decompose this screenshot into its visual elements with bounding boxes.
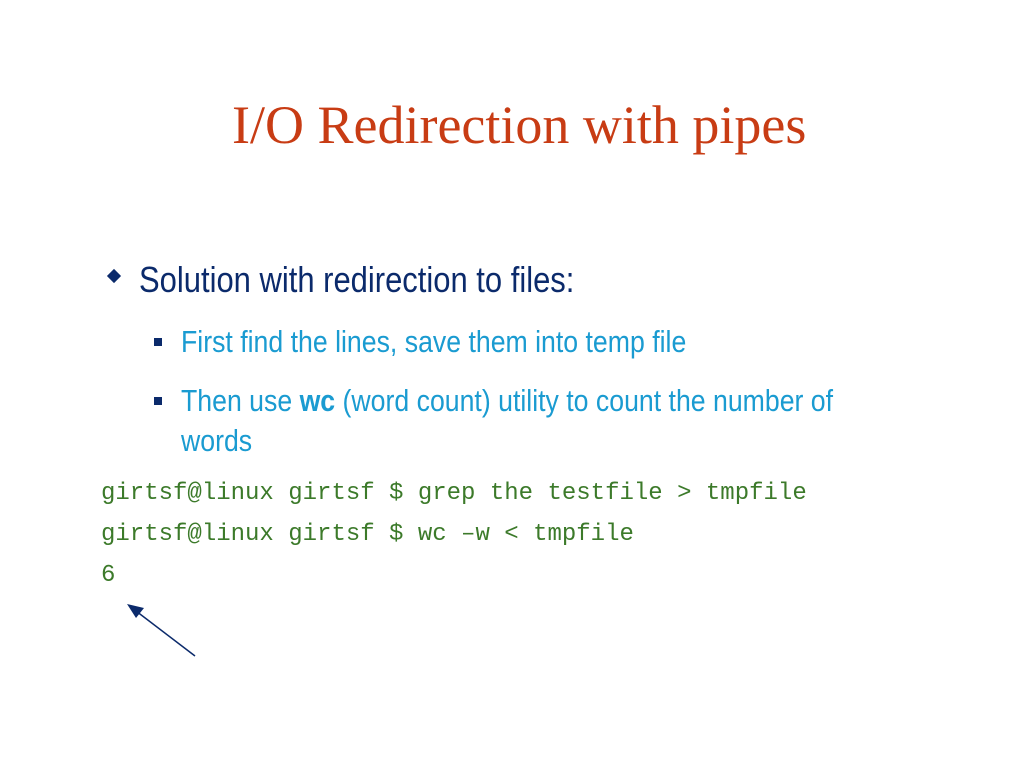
sub-bullet-prefix: Then use [180,383,300,418]
sub-bullet-item: First find the lines, save them into tem… [152,322,992,362]
sub-bullet-text: Then use wc (word count) utility to coun… [181,381,879,461]
slide-title: I/O Redirection with pipes [232,95,807,155]
sub-bullet-suffix: (word count) utility to count the number… [180,383,833,458]
diamond-bullet-icon [105,259,139,284]
sub-bullet-item: Then use wc (word count) utility to coun… [152,381,992,461]
bullet-item: Solution with redirection to files: [105,259,985,300]
terminal-output: 6 [101,562,116,589]
bullet-text: Solution with redirection to files: [139,259,575,300]
command-name: wc [299,383,335,418]
square-bullet-icon [152,322,181,346]
terminal-line: girtsf@linux girtsf $ wc –w < tmpfile [101,521,634,548]
terminal-line: girtsf@linux girtsf $ grep the testfile … [101,480,807,507]
square-bullet-icon [152,381,181,405]
sub-bullet-text: First find the lines, save them into tem… [180,324,687,359]
